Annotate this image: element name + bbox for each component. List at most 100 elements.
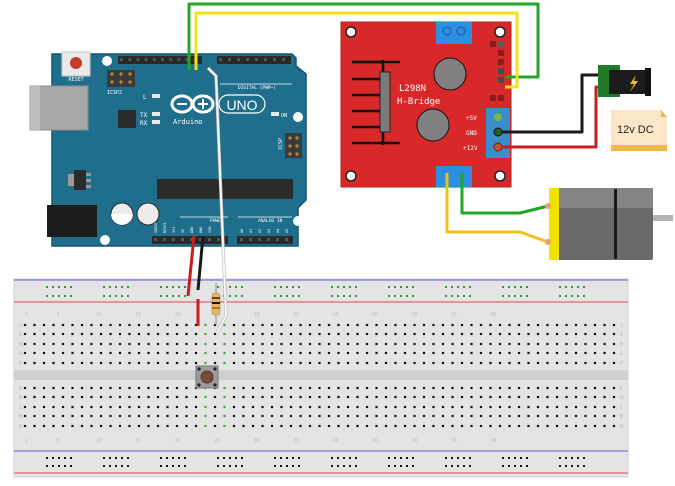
- rail-hole[interactable]: [58, 465, 60, 467]
- breadboard-hole[interactable]: [565, 361, 568, 365]
- breadboard-hole[interactable]: [508, 395, 511, 399]
- breadboard-hole[interactable]: [280, 323, 283, 327]
- breadboard-hole[interactable]: [280, 361, 283, 365]
- breadboard-hole[interactable]: [394, 395, 397, 399]
- breadboard-hole[interactable]: [185, 342, 188, 346]
- breadboard-hole[interactable]: [270, 351, 274, 355]
- breadboard-hole[interactable]: [33, 405, 36, 409]
- breadboard-hole[interactable]: [384, 414, 388, 418]
- breadboard-hole[interactable]: [603, 386, 606, 390]
- rail-hole[interactable]: [349, 457, 351, 459]
- breadboard-hole[interactable]: [546, 386, 549, 390]
- breadboard-hole[interactable]: [299, 405, 302, 409]
- breadboard-hole[interactable]: [137, 342, 141, 346]
- breadboard-hole[interactable]: [441, 414, 445, 418]
- breadboard-hole[interactable]: [242, 342, 245, 346]
- breadboard-hole[interactable]: [42, 424, 46, 428]
- breadboard-hole[interactable]: [365, 342, 369, 346]
- rail-hole[interactable]: [451, 286, 453, 288]
- breadboard-hole[interactable]: [460, 342, 464, 346]
- breadboard-hole[interactable]: [147, 342, 150, 346]
- breadboard-hole[interactable]: [80, 424, 84, 428]
- breadboard-hole[interactable]: [42, 332, 46, 336]
- breadboard-hole[interactable]: [612, 405, 616, 409]
- breadboard-hole[interactable]: [565, 342, 568, 346]
- rail-hole[interactable]: [337, 295, 339, 297]
- rail-hole[interactable]: [583, 465, 585, 467]
- breadboard-hole[interactable]: [432, 414, 435, 418]
- breadboard-hole[interactable]: [337, 395, 340, 399]
- rail-hole[interactable]: [508, 465, 510, 467]
- breadboard-hole[interactable]: [432, 386, 435, 390]
- breadboard-hole[interactable]: [109, 414, 112, 418]
- breadboard-hole[interactable]: [166, 395, 169, 399]
- breadboard-hole[interactable]: [470, 405, 473, 409]
- breadboard-hole[interactable]: [175, 405, 179, 409]
- breadboard-hole[interactable]: [99, 386, 103, 390]
- rail-hole[interactable]: [127, 457, 129, 459]
- breadboard-hole[interactable]: [71, 405, 74, 409]
- breadboard-hole[interactable]: [99, 351, 103, 355]
- breadboard-hole[interactable]: [52, 386, 55, 390]
- rail-hole[interactable]: [445, 457, 447, 459]
- rail-hole[interactable]: [280, 457, 282, 459]
- breadboard-hole[interactable]: [593, 424, 597, 428]
- breadboard-hole[interactable]: [242, 323, 245, 327]
- rail-hole[interactable]: [172, 457, 174, 459]
- breadboard-hole[interactable]: [99, 342, 103, 346]
- rail-hole[interactable]: [115, 457, 117, 459]
- breadboard-hole[interactable]: [185, 414, 188, 418]
- rail-hole[interactable]: [70, 286, 72, 288]
- breadboard-hole[interactable]: [42, 386, 46, 390]
- breadboard-hole[interactable]: [23, 342, 27, 346]
- breadboard-hole[interactable]: [270, 386, 274, 390]
- breadboard-hole[interactable]: [413, 424, 416, 428]
- breadboard-hole[interactable]: [223, 323, 226, 327]
- breadboard-hole[interactable]: [517, 395, 521, 399]
- breadboard-hole[interactable]: [479, 323, 483, 327]
- breadboard-hole[interactable]: [90, 414, 93, 418]
- breadboard-hole[interactable]: [80, 405, 84, 409]
- breadboard-hole[interactable]: [584, 342, 587, 346]
- rail-hole[interactable]: [58, 286, 60, 288]
- breadboard-hole[interactable]: [128, 414, 131, 418]
- breadboard-hole[interactable]: [489, 361, 492, 365]
- breadboard-hole[interactable]: [489, 405, 492, 409]
- breadboard-hole[interactable]: [261, 405, 264, 409]
- breadboard-hole[interactable]: [422, 361, 426, 365]
- breadboard-hole[interactable]: [327, 414, 331, 418]
- breadboard-hole[interactable]: [536, 342, 540, 346]
- breadboard-hole[interactable]: [384, 342, 388, 346]
- breadboard-hole[interactable]: [527, 386, 530, 390]
- breadboard-hole[interactable]: [137, 414, 141, 418]
- breadboard-hole[interactable]: [479, 342, 483, 346]
- breadboard-hole[interactable]: [194, 342, 198, 346]
- breadboard-hole[interactable]: [242, 405, 245, 409]
- rail-hole[interactable]: [577, 286, 579, 288]
- breadboard-hole[interactable]: [508, 405, 511, 409]
- breadboard-hole[interactable]: [156, 414, 160, 418]
- breadboard-hole[interactable]: [489, 323, 492, 327]
- breadboard-hole[interactable]: [470, 414, 473, 418]
- rail-hole[interactable]: [115, 295, 117, 297]
- breadboard-hole[interactable]: [251, 395, 255, 399]
- breadboard-hole[interactable]: [498, 424, 502, 428]
- breadboard-hole[interactable]: [147, 414, 150, 418]
- breadboard-hole[interactable]: [280, 351, 283, 355]
- breadboard-hole[interactable]: [71, 414, 74, 418]
- breadboard-hole[interactable]: [213, 424, 217, 428]
- breadboard-hole[interactable]: [99, 414, 103, 418]
- breadboard-hole[interactable]: [574, 351, 578, 355]
- breadboard-hole[interactable]: [356, 405, 359, 409]
- rail-hole[interactable]: [109, 286, 111, 288]
- breadboard-hole[interactable]: [375, 323, 378, 327]
- breadboard-hole[interactable]: [318, 351, 321, 355]
- rail-hole[interactable]: [46, 457, 48, 459]
- breadboard-hole[interactable]: [337, 361, 340, 365]
- breadboard-hole[interactable]: [489, 342, 492, 346]
- breadboard-hole[interactable]: [460, 361, 464, 365]
- rail-hole[interactable]: [241, 465, 243, 467]
- rail-hole[interactable]: [286, 465, 288, 467]
- rail-hole[interactable]: [223, 457, 225, 459]
- breadboard-hole[interactable]: [194, 424, 198, 428]
